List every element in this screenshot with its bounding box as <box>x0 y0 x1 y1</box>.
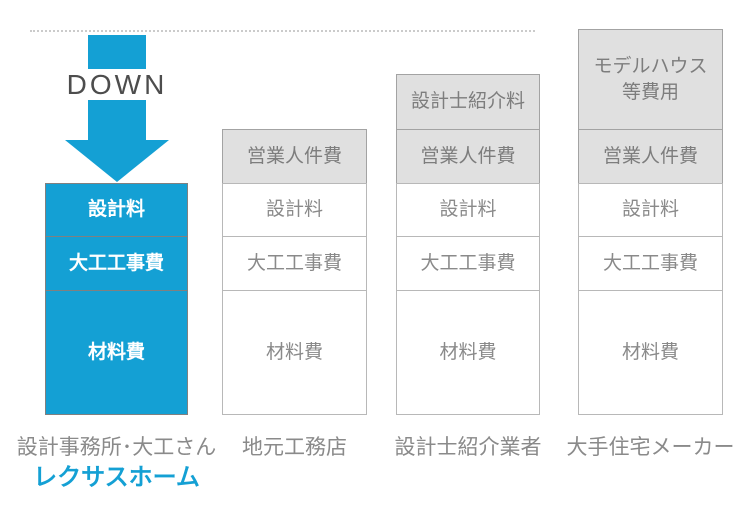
cost-cell: 設計料 <box>222 183 367 237</box>
column-label: 設計事務所･大工さん <box>16 436 217 459</box>
column-sublabel: レクサスホーム <box>33 464 200 491</box>
down-arrow-head <box>65 140 169 182</box>
cost-cell: 設計料 <box>578 183 723 237</box>
down-arrow-shaft <box>88 100 146 140</box>
cost-cell: 材料費 <box>222 290 367 415</box>
cost-column: 設計士紹介料営業人件費設計料大工工事費材料費 設計士紹介業者 <box>395 74 542 459</box>
column-label: 大手住宅メーカー <box>566 436 735 459</box>
cost-cell: 設計料 <box>45 183 188 237</box>
cost-cell: 材料費 <box>396 290 540 415</box>
price-level-dotted-line <box>30 30 535 32</box>
cost-cell: 大工工事費 <box>396 236 540 291</box>
cost-cell: モデルハウス 等費用 <box>578 29 723 130</box>
cost-cell: 材料費 <box>45 290 188 415</box>
cost-column: モデルハウス 等費用営業人件費設計料大工工事費材料費 大手住宅メーカー <box>567 29 735 459</box>
column-label: 設計士紹介業者 <box>394 436 542 459</box>
down-arrow-label: DOWN <box>66 68 168 100</box>
cost-column: 営業人件費設計料大工工事費材料費 地元工務店 <box>222 129 367 459</box>
column-label: 地元工務店 <box>242 436 347 459</box>
cost-stack: 設計士紹介料営業人件費設計料大工工事費材料費 <box>396 74 540 415</box>
cost-cell: 大工工事費 <box>45 236 188 291</box>
cost-stack: モデルハウス 等費用営業人件費設計料大工工事費材料費 <box>578 29 723 415</box>
cost-cell: 大工工事費 <box>222 236 367 291</box>
cost-cell: 設計士紹介料 <box>396 74 540 130</box>
cost-cell: 材料費 <box>578 290 723 415</box>
cost-cell: 設計料 <box>396 183 540 237</box>
cost-stack: 設計料大工工事費材料費 <box>45 183 188 415</box>
cost-cell: 営業人件費 <box>578 129 723 184</box>
cost-cell: 営業人件費 <box>222 129 367 184</box>
cost-stack: 営業人件費設計料大工工事費材料費 <box>222 129 367 415</box>
cost-cell: 営業人件費 <box>396 129 540 184</box>
down-arrow-icon: DOWN <box>65 31 169 182</box>
down-arrow-top-segment <box>88 35 146 69</box>
cost-cell: 大工工事費 <box>578 236 723 291</box>
cost-column: 設計料大工工事費材料費 設計事務所･大工さん レクサスホーム <box>17 183 216 491</box>
